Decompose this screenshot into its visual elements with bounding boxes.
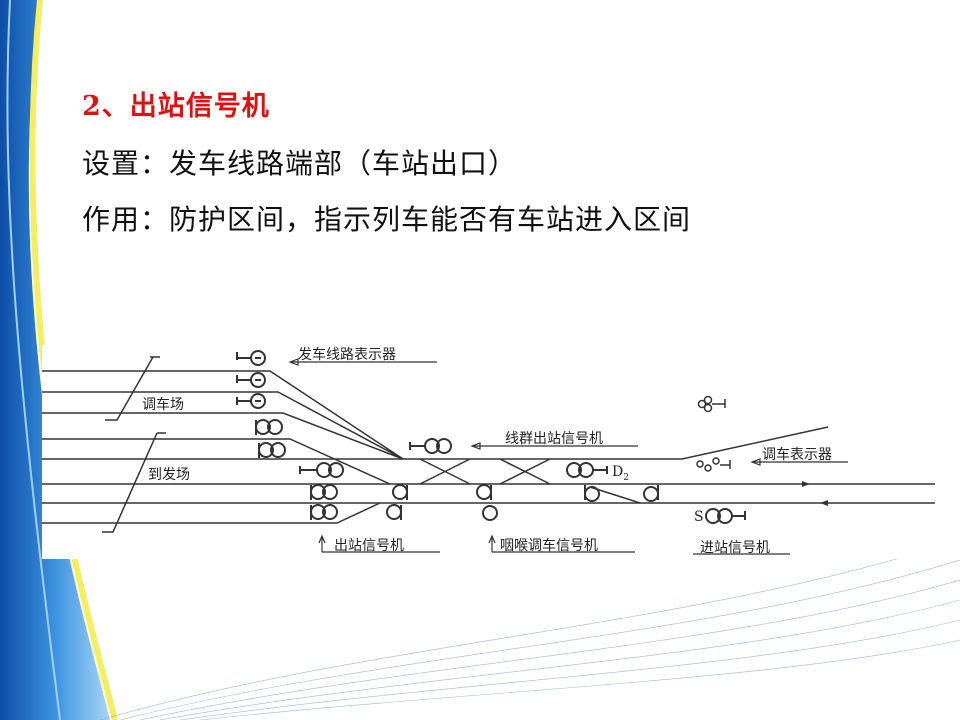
throat-shunting-signal	[476, 484, 492, 500]
three-lamp-signal	[697, 395, 726, 413]
label-s: S	[694, 509, 704, 525]
route-indicator-signal	[236, 393, 266, 409]
function-line: 作用：防护区间，指示列车能否有车站进入区间	[82, 203, 692, 236]
exit-signal	[255, 419, 283, 435]
signals	[236, 350, 746, 524]
label-line-group-exit-signal: 线群出站信号机	[505, 431, 603, 447]
slide-title: 2、出站信号机	[82, 91, 270, 122]
label-leaders	[288, 358, 848, 555]
exit-signal	[310, 504, 338, 520]
label-arrival-departure-yard: 到发场	[148, 467, 190, 483]
throat-shunting-signal	[392, 484, 408, 500]
exit-signal	[258, 442, 286, 458]
direction-arrows	[802, 481, 828, 506]
setting-line: 设置：发车线路端部（车站出口）	[82, 147, 518, 180]
home-signal-s	[705, 508, 746, 524]
label-shunting-indicator: 调车表示器	[762, 446, 832, 463]
label-home-signal: 进站信号机	[700, 540, 770, 556]
label-throat-shunting-signal: 咽喉调车信号机	[500, 537, 598, 554]
throat-shunting-signal	[482, 505, 498, 521]
label-shunting-yard: 调车场	[142, 396, 184, 413]
label-exit-signal: 出站信号机	[334, 538, 404, 554]
route-indicator-signal	[236, 372, 266, 388]
shunting-signal-d2	[566, 462, 608, 478]
label-departure-route-indicator: 发车线路表示器	[298, 346, 396, 363]
shunting-indicator	[696, 457, 731, 472]
shunting-signal	[643, 485, 659, 502]
label-d2: D2	[612, 464, 629, 483]
tracks	[42, 356, 935, 533]
exit-signal	[299, 462, 344, 478]
line-group-exit-signal	[409, 438, 452, 454]
throat-shunting-signal	[386, 504, 402, 520]
exit-signal	[310, 484, 338, 500]
route-indicator-signal	[236, 350, 266, 366]
shunting-signal	[584, 485, 600, 502]
station-signal-diagram: 发车线路表示器 调车场 到发场 线群出站信号机 调车表示器 D2 S 出站信号机…	[42, 345, 960, 559]
